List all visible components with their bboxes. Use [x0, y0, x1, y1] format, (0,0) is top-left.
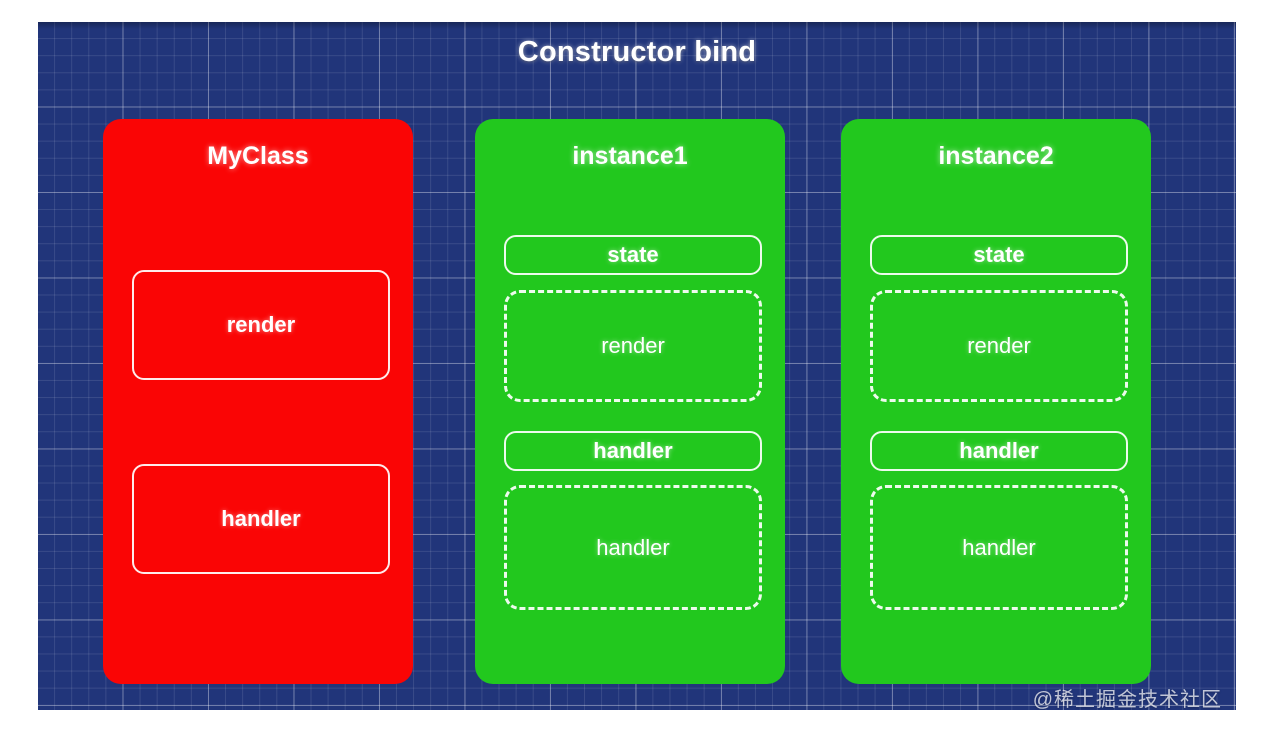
member-label: render — [226, 312, 296, 337]
member-label: handler — [959, 438, 1039, 463]
panel-title-myclass: MyClass — [207, 142, 309, 170]
panel-instance2[interactable]: instance2 state render handler handler — [841, 119, 1151, 684]
member-label: handler — [596, 534, 670, 560]
member-instance1-handler-bound[interactable]: handler — [504, 431, 762, 471]
member-label: render — [601, 333, 665, 358]
watermark: @稀土掘金技术社区 — [1032, 689, 1222, 710]
member-label: handler — [593, 438, 673, 463]
panel-title-instance2: instance2 — [938, 142, 1054, 170]
member-label: state — [973, 242, 1025, 267]
member-label: state — [607, 242, 659, 267]
member-label: handler — [221, 506, 301, 531]
member-instance2-handler-bound[interactable]: handler — [870, 431, 1128, 471]
panel-title-instance1: instance1 — [572, 142, 688, 170]
member-instance2-state[interactable]: state — [870, 235, 1128, 275]
member-instance1-render[interactable]: render — [504, 290, 762, 402]
member-label: render — [967, 333, 1031, 358]
diagram-title: Constructor bind — [517, 36, 757, 68]
panel-instance1[interactable]: instance1 state render handler handler — [475, 119, 785, 684]
member-instance1-handler-proto[interactable]: handler — [504, 485, 762, 610]
panel-myclass[interactable]: MyClass render handler — [103, 119, 413, 684]
blueprint-canvas: Constructor bind MyClass render handler … — [38, 22, 1236, 710]
member-instance2-handler-proto[interactable]: handler — [870, 485, 1128, 610]
member-myclass-render[interactable]: render — [132, 270, 390, 380]
member-instance1-state[interactable]: state — [504, 235, 762, 275]
member-label: handler — [962, 534, 1036, 560]
member-instance2-render[interactable]: render — [870, 290, 1128, 402]
member-myclass-handler[interactable]: handler — [132, 464, 390, 574]
